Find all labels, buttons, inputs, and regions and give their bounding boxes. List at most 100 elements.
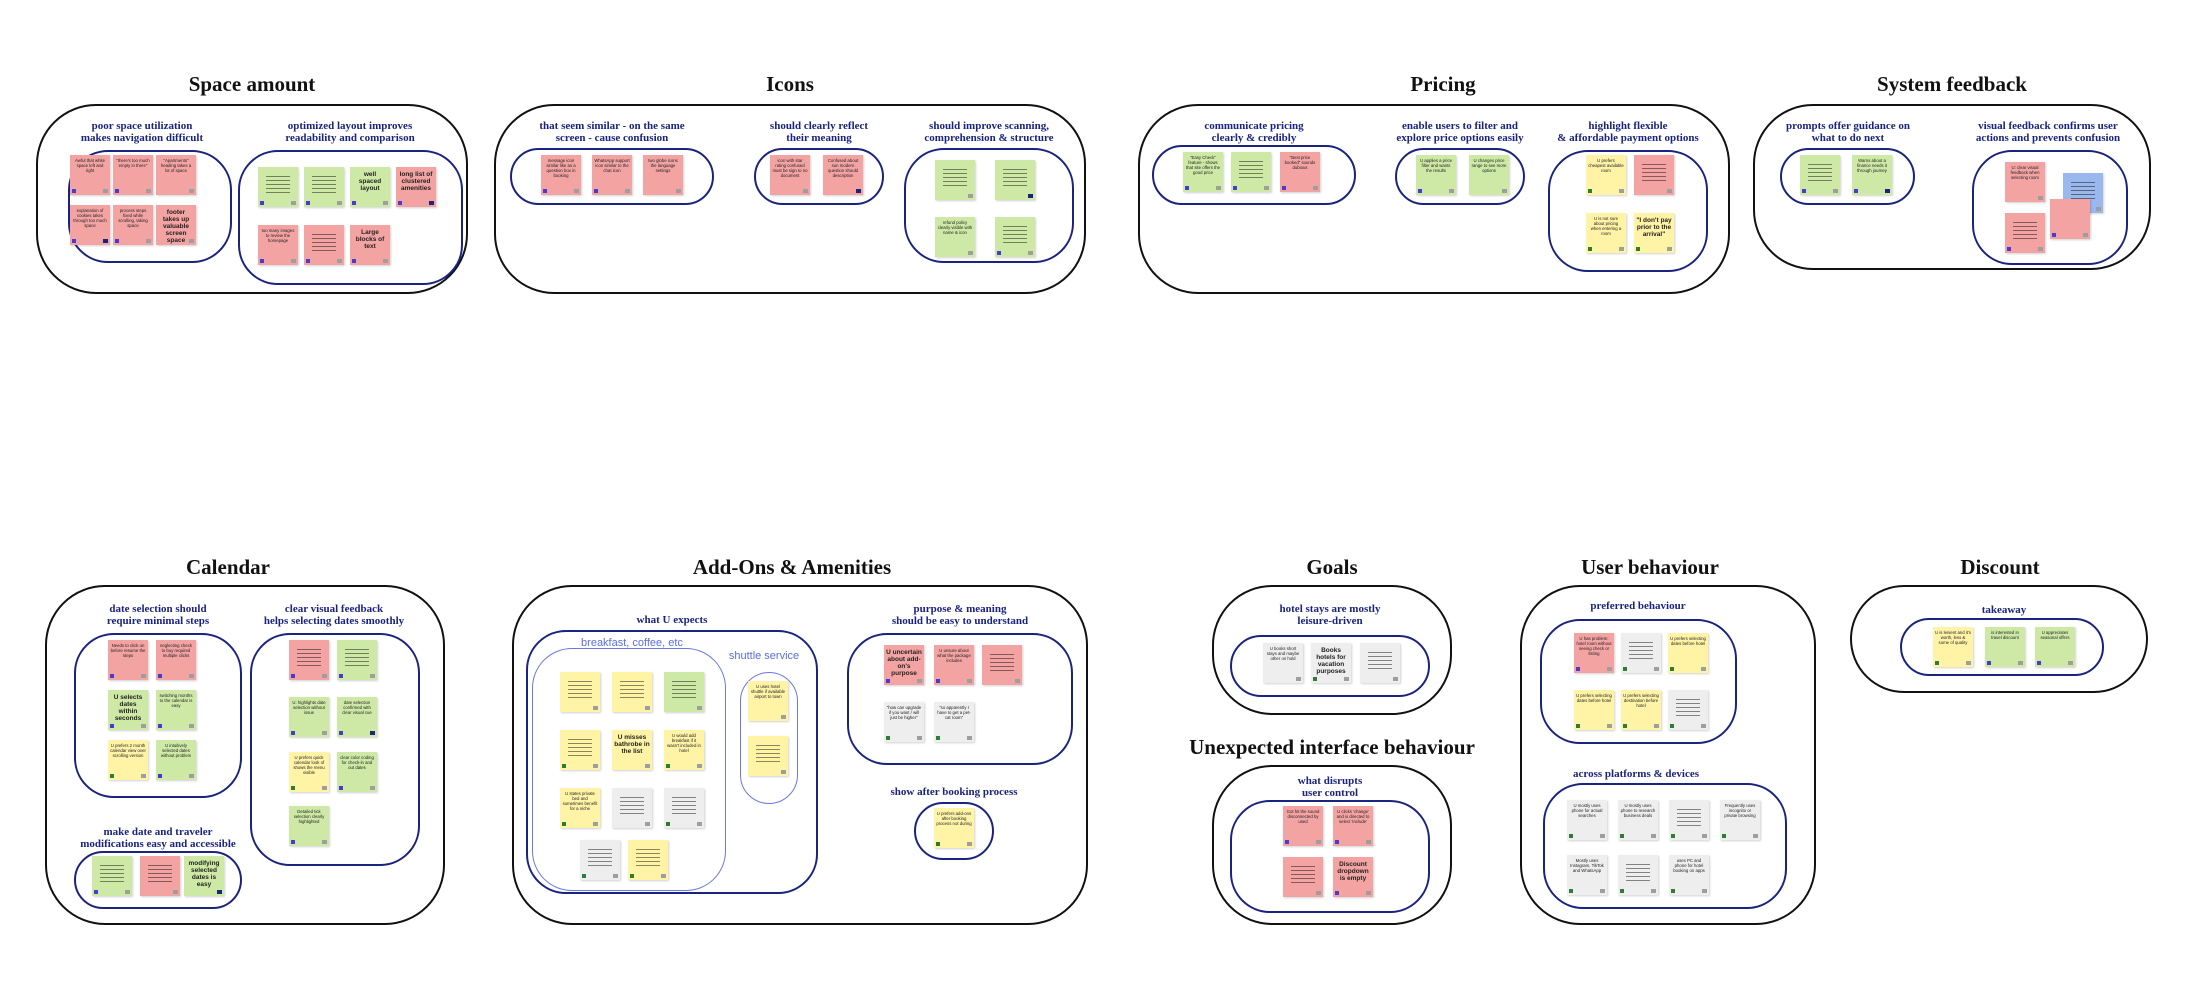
author-icon bbox=[1854, 189, 1858, 193]
sticky-note[interactable]: long list of clustered amenities bbox=[396, 167, 436, 207]
sticky-note[interactable]: U uncertain about add-on's purpose bbox=[884, 645, 924, 685]
sticky-note[interactable] bbox=[140, 856, 180, 896]
sticky-note[interactable] bbox=[748, 736, 788, 776]
author-icon bbox=[1576, 667, 1580, 671]
sticky-note[interactable] bbox=[1618, 855, 1658, 895]
sticky-note[interactable]: U prefers add-ons after booking process … bbox=[934, 808, 974, 848]
sticky-note[interactable] bbox=[1283, 857, 1323, 897]
sticky-note[interactable]: message icon similar like as a question … bbox=[541, 155, 581, 195]
sticky-note[interactable] bbox=[560, 672, 600, 712]
sticky-note[interactable] bbox=[935, 160, 975, 200]
sticky-note[interactable]: U mostly uses phone to research business… bbox=[1618, 800, 1658, 840]
sticky-note[interactable]: U: clear visual feedback when selecting … bbox=[2005, 162, 2045, 202]
sticky-note[interactable]: U prefers selecting dates before hotel bbox=[1668, 633, 1708, 673]
sticky-note[interactable]: "Best price booked" sounds dubious bbox=[1280, 152, 1320, 192]
sticky-note[interactable] bbox=[560, 730, 600, 770]
sticky-note[interactable] bbox=[1231, 152, 1271, 192]
sticky-note[interactable] bbox=[612, 788, 652, 828]
sticky-note[interactable]: Discount dropdown is empty bbox=[1333, 857, 1373, 897]
sticky-note[interactable]: Frequently uses incognito or private bro… bbox=[1720, 800, 1760, 840]
sticky-note[interactable] bbox=[1360, 643, 1400, 683]
sticky-note[interactable]: U prefers cheapest available room bbox=[1586, 155, 1626, 195]
sticky-note[interactable] bbox=[664, 672, 704, 712]
sticky-note[interactable] bbox=[304, 167, 344, 207]
sticky-note[interactable] bbox=[628, 840, 668, 880]
sticky-note[interactable]: U prefers quick calendar look of shows t… bbox=[289, 752, 329, 792]
sticky-note[interactable]: "I don't pay prior to the arrival" bbox=[1634, 213, 1674, 253]
sticky-note[interactable]: U prefers 2 month calendar view over scr… bbox=[108, 740, 148, 780]
sticky-note[interactable] bbox=[1800, 155, 1840, 195]
sticky-note[interactable]: U intuitively selected dates without pro… bbox=[156, 740, 196, 780]
sticky-note[interactable]: U changes price range to see more option… bbox=[1469, 155, 1509, 195]
sticky-note[interactable]: U: highlights date selection without iss… bbox=[289, 697, 329, 737]
sticky-note[interactable] bbox=[1669, 800, 1709, 840]
sticky-note[interactable]: process steps fixed while scrolling, tak… bbox=[113, 205, 153, 245]
group-frame bbox=[1548, 150, 1708, 272]
sticky-note[interactable] bbox=[304, 225, 344, 265]
sticky-note[interactable]: U applies a price filter and wants the r… bbox=[1416, 155, 1456, 195]
sticky-note[interactable]: U has problem: hotel room without seeing… bbox=[1574, 633, 1614, 673]
sticky-note[interactable] bbox=[2005, 213, 2045, 253]
sticky-note[interactable]: Books hotels for vacation purposes bbox=[1311, 643, 1351, 683]
sticky-note[interactable]: uses PC and phone for hotel booking on a… bbox=[1669, 855, 1709, 895]
sticky-note[interactable] bbox=[982, 645, 1022, 685]
sticky-note[interactable] bbox=[2050, 199, 2090, 239]
sticky-note[interactable]: Warns about a finance needs it through j… bbox=[1852, 155, 1892, 195]
sticky-note[interactable]: Needs to click on before resume the step… bbox=[108, 640, 148, 680]
sticky-note[interactable] bbox=[289, 640, 329, 680]
sticky-note[interactable]: U books short stays and maybe other on h… bbox=[1263, 643, 1303, 683]
sticky-note[interactable]: "so apparently I have to get a pet-cat r… bbox=[934, 702, 974, 742]
sticky-note[interactable]: modifying selected dates is easy bbox=[184, 856, 224, 896]
sticky-note[interactable]: well spaced layout bbox=[350, 167, 390, 207]
sticky-note[interactable]: Detailed tick selection clearly highligh… bbox=[289, 806, 329, 846]
sticky-note[interactable] bbox=[1621, 633, 1661, 673]
sticky-note[interactable] bbox=[580, 840, 620, 880]
sticky-note-text: U has problem: hotel room without seeing… bbox=[1576, 636, 1612, 656]
sticky-note[interactable]: date selection confirmed with clear visu… bbox=[337, 697, 377, 737]
sticky-note[interactable]: U unsure about what the package includes bbox=[934, 645, 974, 685]
sticky-note[interactable]: U states private bed and sometimes benef… bbox=[560, 788, 600, 828]
sticky-note[interactable] bbox=[1634, 155, 1674, 195]
sticky-note[interactable]: switching months to the calendar is easy bbox=[156, 690, 196, 730]
sticky-note[interactable] bbox=[92, 856, 132, 896]
sticky-note[interactable]: "Easy Check" feature - shows that site o… bbox=[1183, 152, 1223, 192]
sticky-note[interactable]: icon with star rating confused must be s… bbox=[770, 155, 810, 195]
sticky-note[interactable]: neglecting check to buy required multipl… bbox=[156, 640, 196, 680]
sticky-note[interactable] bbox=[995, 217, 1035, 257]
sticky-note[interactable]: WhatsApp support icon similar to the cha… bbox=[592, 155, 632, 195]
sticky-note[interactable]: "Apartments" heading takes a lot of spac… bbox=[156, 155, 196, 195]
sticky-note[interactable]: U would add breakfast if it wasn't inclu… bbox=[664, 730, 704, 770]
sticky-note[interactable]: Got hit the sound disconnected by used bbox=[1283, 806, 1323, 846]
sticky-note[interactable]: U is not sure about pricing when enterin… bbox=[1586, 213, 1626, 253]
sticky-note[interactable]: "there's too much empty in there" bbox=[113, 155, 153, 195]
sticky-note[interactable]: U mostly uses phone for actual searches bbox=[1567, 800, 1607, 840]
sticky-note[interactable]: U appreciates seasonal offers bbox=[2035, 627, 2075, 667]
sticky-note[interactable] bbox=[258, 167, 298, 207]
sticky-note[interactable]: is interested in travel discount bbox=[1985, 627, 2025, 667]
sticky-note[interactable] bbox=[664, 788, 704, 828]
sticky-note[interactable] bbox=[1668, 690, 1708, 730]
sticky-note[interactable]: footer takes up valuable screen space bbox=[156, 205, 196, 245]
sticky-note[interactable]: U clicks 'change' and is directed to sel… bbox=[1333, 806, 1373, 846]
sticky-note[interactable]: Mostly uses Instagram, TikTok and WhatsA… bbox=[1567, 855, 1607, 895]
author-icon bbox=[1335, 891, 1339, 895]
sticky-note[interactable]: Large blocks of text bbox=[350, 225, 390, 265]
sticky-note[interactable]: U prefers selecting destination before h… bbox=[1621, 690, 1661, 730]
sticky-note[interactable]: two globe icons the language settings bbox=[643, 155, 683, 195]
tag-icon bbox=[1316, 840, 1321, 844]
sticky-note[interactable]: refund policy clearly visible with name … bbox=[935, 217, 975, 257]
sticky-note[interactable]: Confused about sun modern question shoul… bbox=[823, 155, 863, 195]
sticky-note[interactable]: U prefers selecting dates before hotel bbox=[1574, 690, 1614, 730]
sticky-note[interactable]: explanation of cookies takes through too… bbox=[70, 205, 110, 245]
sticky-note[interactable]: U is lenient and it's worth, less & some… bbox=[1933, 627, 1973, 667]
sticky-note[interactable] bbox=[612, 672, 652, 712]
sticky-note[interactable]: clear color coding for check-in and out … bbox=[337, 752, 377, 792]
sticky-note[interactable]: too many images to review the homepage bbox=[258, 225, 298, 265]
sticky-note[interactable]: "how can upgrade if you want / will just… bbox=[884, 702, 924, 742]
sticky-note[interactable] bbox=[995, 160, 1035, 200]
sticky-note[interactable]: U selects dates within seconds bbox=[108, 690, 148, 730]
sticky-note[interactable]: U misses bathrobe in the list bbox=[612, 730, 652, 770]
sticky-note[interactable] bbox=[337, 640, 377, 680]
sticky-note[interactable]: Awful that white space left and right bbox=[70, 155, 110, 195]
sticky-note[interactable]: U uses hotel shuttle if available airpor… bbox=[748, 681, 788, 721]
